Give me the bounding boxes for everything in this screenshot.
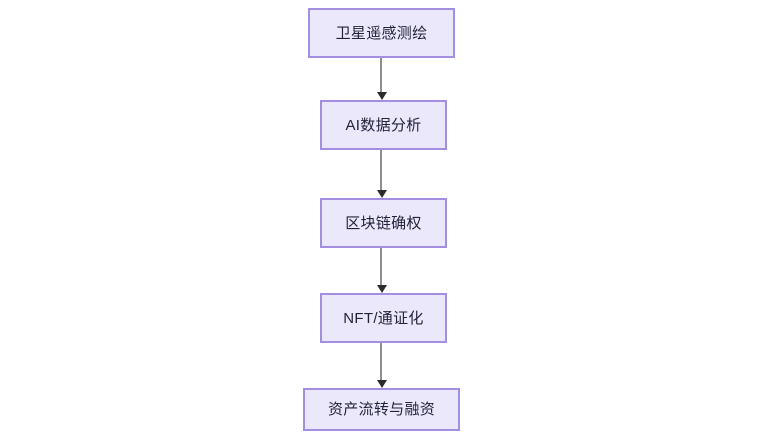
flow-node-ai-data-analysis[interactable]: AI数据分析 <box>320 100 447 150</box>
flow-node-asset-circulation-financing[interactable]: 资产流转与融资 <box>303 388 460 431</box>
flow-node-label: AI数据分析 <box>345 116 422 134</box>
flow-node-label: 区块链确权 <box>345 214 422 232</box>
flow-edge-n2-n3 <box>376 248 387 293</box>
arrowhead-down-icon <box>376 285 387 293</box>
arrowhead-down-icon <box>376 380 387 388</box>
edge-line <box>380 58 382 92</box>
edge-line <box>380 248 382 285</box>
flow-node-label: 卫星遥感测绘 <box>335 24 428 42</box>
flow-edge-n0-n1 <box>376 58 387 100</box>
arrowhead-down-icon <box>376 190 387 198</box>
flow-node-satellite-mapping[interactable]: 卫星遥感测绘 <box>308 8 455 58</box>
flow-edge-n3-n4 <box>376 343 387 388</box>
edge-line <box>380 343 382 380</box>
flow-node-label: 资产流转与融资 <box>327 401 436 418</box>
arrowhead-down-icon <box>376 92 387 100</box>
flow-node-blockchain-rights[interactable]: 区块链确权 <box>320 198 447 248</box>
flow-node-label: NFT/通证化 <box>343 309 424 327</box>
edge-line <box>380 150 382 190</box>
flow-edge-n1-n2 <box>376 150 387 198</box>
flow-node-nft-tokenization[interactable]: NFT/通证化 <box>320 293 447 343</box>
